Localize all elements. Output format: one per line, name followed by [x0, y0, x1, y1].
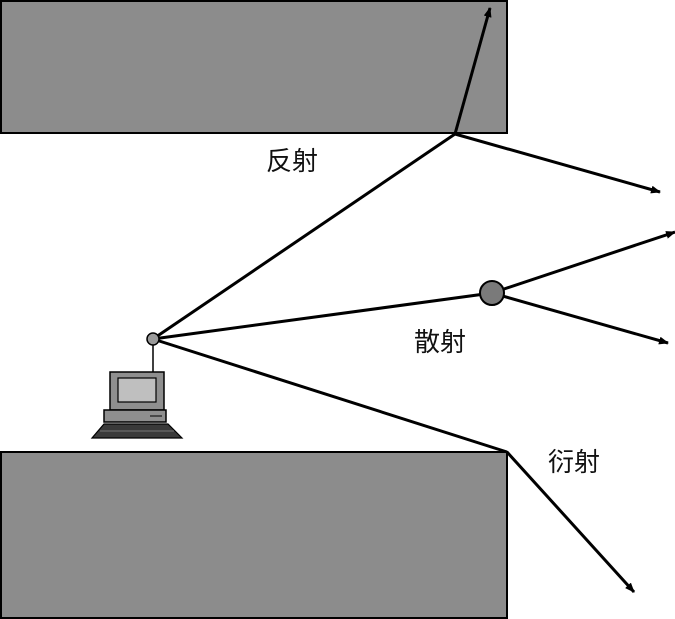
incident-ray-diffraction [152, 337, 508, 454]
reflection-label: 反射 [266, 147, 318, 177]
incident-ray-scattering [152, 291, 493, 341]
incident-ray-reflection [152, 132, 456, 341]
scatterer [479, 280, 505, 306]
diffracted-ray [505, 450, 636, 594]
bottom-wall [0, 451, 508, 619]
reflected-ray-up [453, 7, 492, 135]
monitor-screen [117, 377, 157, 403]
computer-icon [90, 332, 184, 439]
reflected-ray-right [454, 132, 661, 194]
scattered-ray-down [491, 291, 669, 345]
scattering-label: 散射 [414, 328, 466, 358]
antenna-icon [146, 332, 160, 346]
diffraction-label: 衍射 [548, 448, 600, 478]
system-unit [103, 409, 167, 423]
top-wall [0, 0, 508, 134]
scattered-ray-up [491, 230, 675, 295]
